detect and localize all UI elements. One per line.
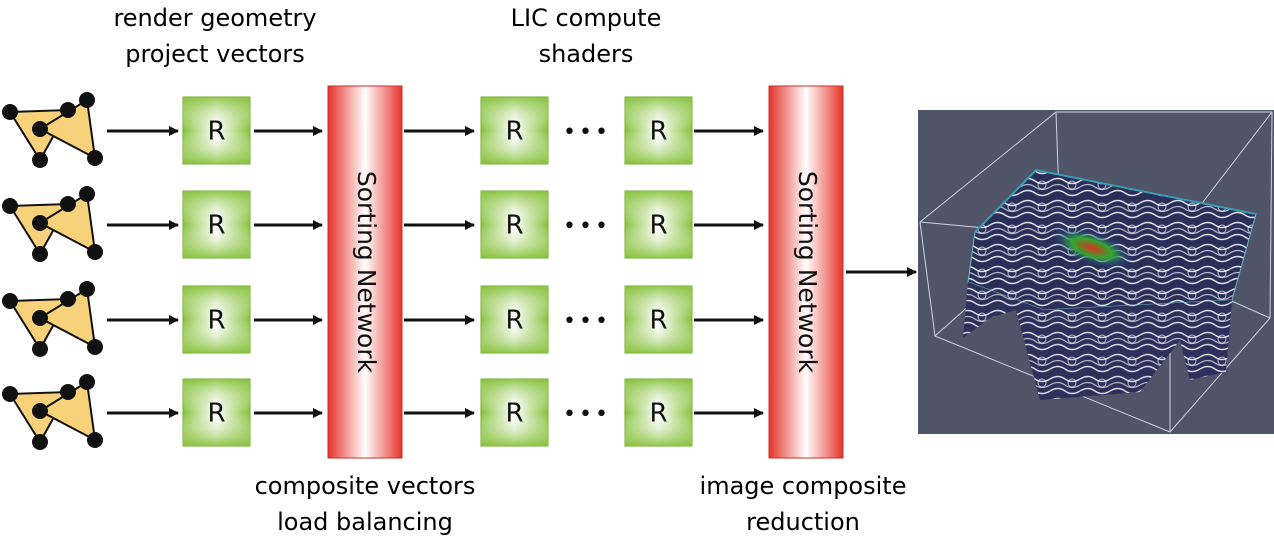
render-node-label: R [207,117,225,147]
ellipses: ••• ••• ••• ••• [563,120,611,427]
stage4-line2: reduction [746,508,860,536]
geometry-icon [2,186,103,262]
render-node: R [624,96,693,165]
geometry-icon [2,92,103,168]
render-node-label: R [505,306,523,336]
ellipsis: ••• [563,402,611,427]
ellipsis: ••• [563,309,611,334]
stage2-line2: shaders [538,40,634,68]
stage1-line2: project vectors [125,40,305,68]
geometry-icon [2,374,103,450]
stage1-label: render geometry project vectors [105,0,325,72]
render-node: R [182,96,251,165]
sorting-network-2-label: Sorting Network [793,171,822,374]
render-node: R [624,378,693,447]
render-node-label: R [505,117,523,147]
render-node: R [624,285,693,354]
stage3-line2: load balancing [277,508,453,536]
render-node: R [182,378,251,447]
render-node-label: R [505,399,523,429]
rendered-image [918,110,1274,434]
stage2-label: LIC compute shaders [476,0,696,72]
render-node: R [624,190,693,259]
render-node-label: R [207,306,225,336]
stage4-label: image composite reduction [683,468,923,540]
stage4-line1: image composite [699,472,907,500]
geometry-icons [2,92,103,450]
render-node-label: R [649,117,667,147]
sorting-network-1-label: Sorting Network [352,171,381,374]
render-node: R [182,285,251,354]
render-node: R [480,378,549,447]
render-node: R [480,96,549,165]
render-node: R [480,285,549,354]
stage3-line1: composite vectors [254,472,476,500]
render-node: R [182,190,251,259]
ellipsis: ••• [563,214,611,239]
render-node-label: R [649,306,667,336]
ellipsis: ••• [563,120,611,145]
render-node: R [480,190,549,259]
sorting-network-1: Sorting Network [327,85,403,459]
stage2-line1: LIC compute [510,4,662,32]
render-node-label: R [649,399,667,429]
geometry-icon [2,281,103,357]
render-node-label: R [505,211,523,241]
stage1-line1: render geometry [113,4,317,32]
render-nodes: R R R R R R R R R R R R [182,96,693,447]
render-node-label: R [649,211,667,241]
render-node-label: R [207,399,225,429]
stage3-label: composite vectors load balancing [235,468,495,540]
render-node-label: R [207,211,225,241]
sorting-network-2: Sorting Network [768,85,844,459]
arrows [107,126,917,418]
